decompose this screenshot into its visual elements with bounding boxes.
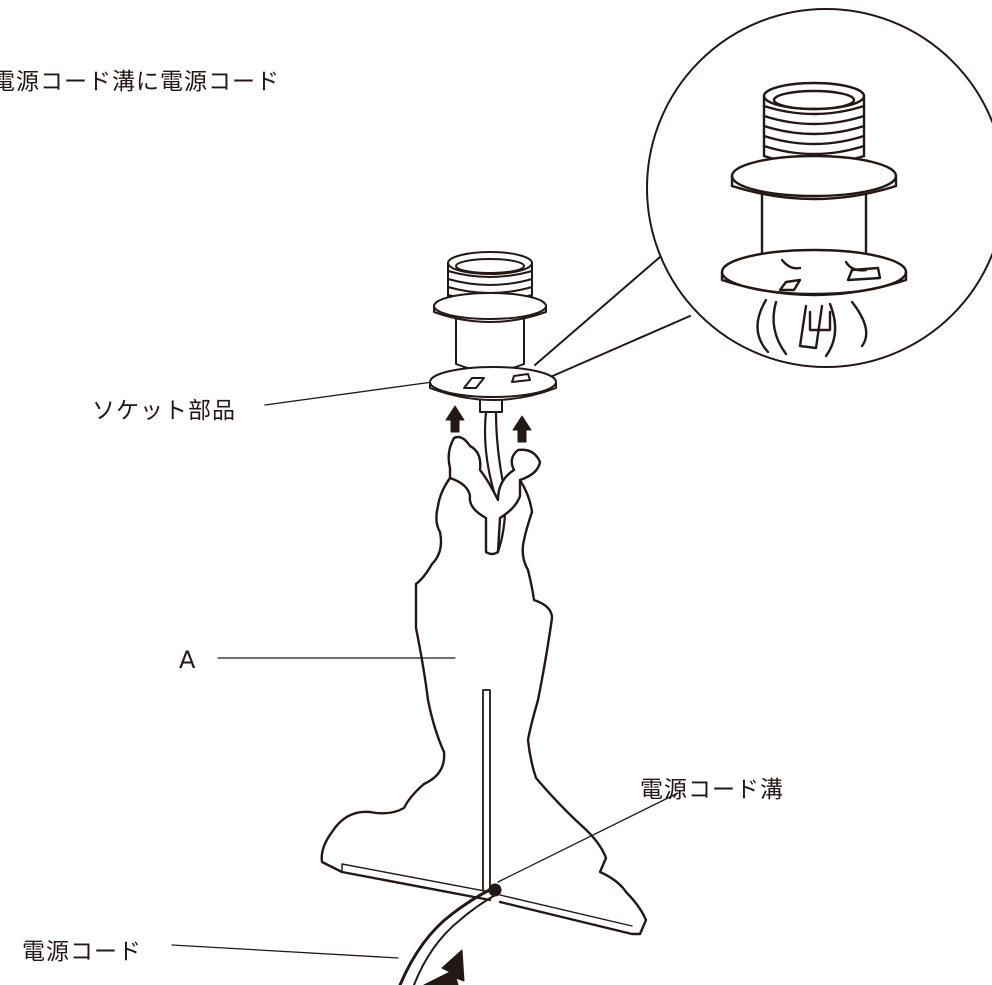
label-socket-part: ソケット部品 bbox=[92, 398, 236, 424]
pull-arrow-icon bbox=[423, 949, 465, 985]
arrow-up-left-icon bbox=[445, 405, 465, 433]
leader-lines bbox=[171, 380, 679, 959]
socket-part bbox=[429, 251, 557, 413]
leader-cord-groove bbox=[497, 792, 679, 883]
zoomed-socket bbox=[720, 81, 908, 358]
base-part-a bbox=[320, 435, 648, 936]
label-part-a: A bbox=[179, 646, 197, 674]
instruction-text-line-2: 。 bbox=[0, 127, 14, 161]
power-cord bbox=[398, 883, 502, 985]
leader-socket-part bbox=[264, 380, 441, 406]
label-cord-groove: 電源コード溝 bbox=[640, 777, 784, 803]
label-power-cord: 電源コード bbox=[22, 939, 142, 965]
arrow-up-right-icon bbox=[512, 415, 532, 443]
leader-power-cord bbox=[171, 944, 399, 959]
instruction-text-line-1: 電源コード溝に電源コード bbox=[0, 69, 280, 95]
insert-arrows bbox=[445, 405, 532, 443]
